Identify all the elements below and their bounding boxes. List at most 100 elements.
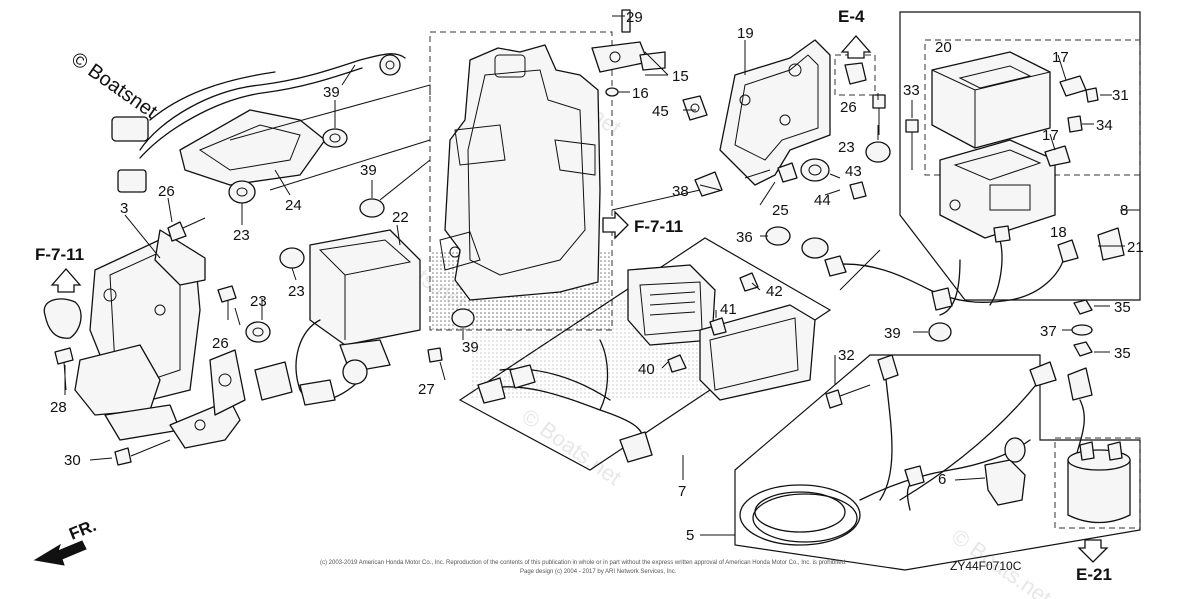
diagram-code: ZY44F0710C [950,559,1022,573]
clip-42 [739,272,759,292]
bracket-lower-left [209,349,246,416]
callout-5: 5 [686,527,694,544]
bolt-26-right [872,94,886,135]
bracket-19 [719,39,831,186]
clip-38 [694,171,723,197]
callout-44: 44 [814,192,831,209]
relay-box-base-18 [939,139,1056,239]
callout-38: 38 [672,183,689,200]
bracket-3 [74,229,206,441]
callout-18: 18 [1050,224,1067,241]
watermark-main: © Boatsnet [67,48,161,123]
callout-39-lower: 39 [462,339,479,356]
nut-35-upper [1073,299,1093,315]
ref-f711-mid-label[interactable]: F-7-11 [634,217,683,236]
callout-22: 22 [392,209,409,226]
callout-39-right: 39 [884,325,901,342]
harness-7 [477,264,816,463]
clip-41 [709,317,727,336]
sensor-15 [591,9,708,121]
grommet-36 [765,226,791,246]
callout-29: 29 [626,9,643,26]
callout-40: 40 [638,361,655,378]
grommet-23-left [228,180,256,204]
callout-3: 3 [120,200,128,217]
bolt-28 [54,347,74,391]
copyright-notice: (c) 2003-2019 American Honda Motor Co., … [320,560,847,566]
clip-40 [667,354,687,373]
leader-lines [64,15,1140,536]
battery-e21 [1054,437,1141,529]
callout-30: 30 [64,452,81,469]
callout-45: 45 [652,103,669,120]
battery-cable-box [734,354,1141,571]
callout-41: 41 [720,301,737,318]
callout-8: 8 [1120,202,1128,219]
mounting-bracket [439,44,601,301]
ref-e21-label[interactable]: E-21 [1076,565,1112,584]
callout-39-middle: 39 [360,162,377,179]
callout-23-left: 23 [233,227,250,244]
callout-20: 20 [935,39,952,56]
bolt-34 [1067,115,1083,133]
control-unit-22 [254,229,421,406]
bolt-26-center [217,285,237,320]
bolt-26-left [167,217,206,242]
callout-35-lower: 35 [1114,345,1131,362]
grommet-23-right [865,141,891,163]
callout-34: 34 [1096,117,1113,134]
ref-f711-mid[interactable]: F-7-11 [602,210,683,240]
callout-35-upper: 35 [1114,299,1131,316]
callout-26-right: 26 [840,99,857,116]
callout-27: 27 [418,381,435,398]
relay-box-outline [899,11,1141,301]
grommet-39-middle [359,198,385,218]
ref-e21[interactable]: E-21 [1076,539,1112,584]
clip-21 [1097,227,1125,261]
relay-box-cover-20 [931,51,1051,149]
callout-16: 16 [632,85,649,102]
e4-part [834,54,876,96]
callout-32: 32 [838,347,855,364]
ref-f711-left[interactable]: F-7-11 [35,245,84,293]
clip-17-upper [1059,75,1087,97]
callout-28: 28 [50,399,67,416]
callout-31: 31 [1112,87,1129,104]
bolt-33 [905,119,919,170]
callout-6: 6 [938,471,946,488]
guide-lines [229,84,881,291]
callout-43: 43 [845,163,862,180]
grommet-39-right [928,322,952,342]
ref-e4-label[interactable]: E-4 [838,7,865,26]
grommet-43 [800,158,830,182]
washer-37 [1071,324,1093,336]
ref-f711-left-label[interactable]: F-7-11 [35,245,84,264]
callout-42: 42 [766,283,783,300]
bolt-32 [825,384,871,409]
bolt-31 [1085,87,1099,103]
clip-17-lower [1044,145,1071,167]
callout-23-center: 23 [288,283,305,300]
callout-15: 15 [672,68,689,85]
callout-25: 25 [772,202,789,219]
callout-37: 37 [1040,323,1057,340]
callout-19: 19 [737,25,754,42]
callout-39-upper: 39 [323,84,340,101]
callout-23-right: 23 [838,139,855,156]
bolt-27 [427,347,443,363]
cover-6 [984,437,1026,506]
callout-17-lower: 17 [1042,127,1059,144]
wire-harness-24 [111,53,406,193]
callout-21: 21 [1127,239,1144,256]
callout-7: 7 [678,483,686,500]
callout-26-left: 26 [158,183,175,200]
callout-17-upper: 17 [1052,49,1069,66]
grommet-39-upper [322,128,348,148]
callout-26-center: 26 [212,335,229,352]
front-direction-arrow: FR. [33,516,99,566]
front-direction-label: FR. [66,516,99,544]
watermark-faint: © Boats.net [517,404,626,491]
ref-e4[interactable]: E-4 [838,7,872,59]
grommet-23-center [245,247,305,343]
